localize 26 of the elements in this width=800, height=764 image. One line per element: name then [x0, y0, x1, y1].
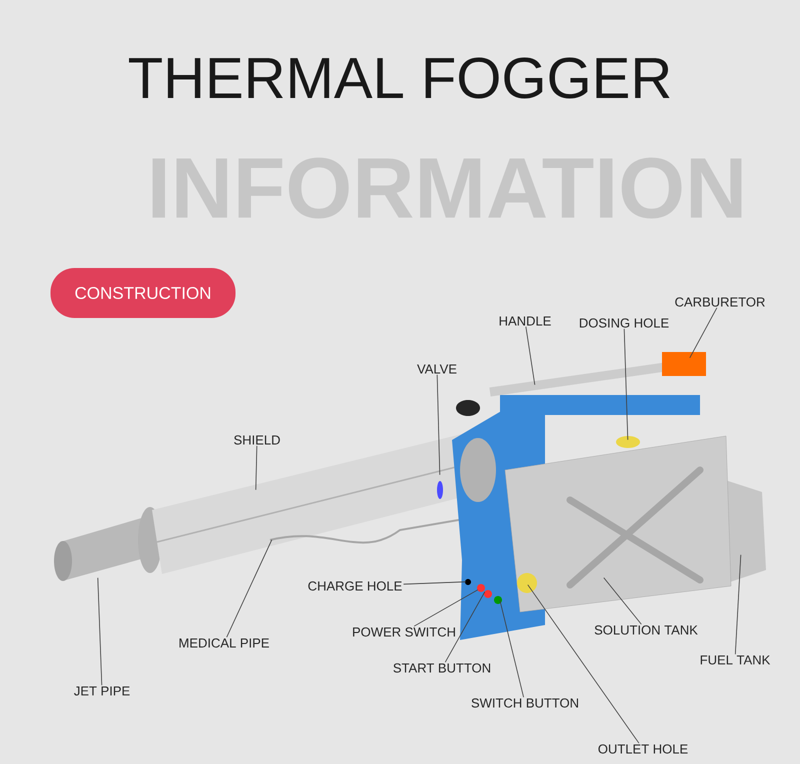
- part-label: SWITCH BUTTON: [472, 698, 578, 708]
- title: THERMAL FOGGER: [129, 57, 670, 99]
- leader-line: [414, 589, 478, 627]
- leader-line: [444, 591, 486, 663]
- section-tag: CONSTRUCTION: [50, 268, 236, 318]
- part-label: DOSING HOLE: [580, 318, 669, 328]
- part-label: FUEL TANK: [700, 655, 770, 665]
- leader-line: [734, 554, 742, 655]
- leader-line: [689, 307, 718, 358]
- part-label: MEDICAL PIPE: [180, 638, 269, 648]
- part-label: HANDLE: [500, 316, 551, 326]
- leader-line: [603, 577, 642, 625]
- leader-line: [97, 577, 102, 686]
- leader-line: [525, 326, 536, 386]
- leader-line: [499, 599, 524, 698]
- leader-line: [403, 581, 466, 585]
- leader-line: [624, 328, 628, 440]
- leader-line: [436, 374, 440, 476]
- leader-line: [226, 539, 272, 638]
- leader-line: [255, 445, 258, 490]
- leader-line: [527, 584, 640, 744]
- part-label: JET PIPE: [74, 686, 130, 696]
- part-label: CARBURETOR: [675, 297, 765, 307]
- part-label: OUTLET HOLE: [598, 744, 688, 754]
- part-label: START BUTTON: [393, 663, 490, 673]
- fogger-drawing: [54, 352, 766, 640]
